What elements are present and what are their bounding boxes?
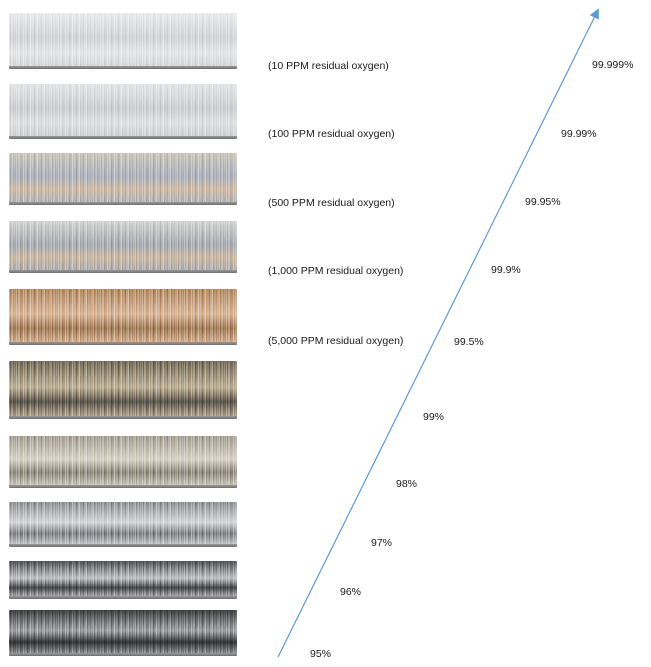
weld-sample-image <box>9 289 237 345</box>
arrow-line <box>277 8 599 658</box>
weld-sample-image <box>9 13 237 69</box>
purity-label: 99.99% <box>561 128 597 140</box>
weld-sample-image <box>9 502 237 547</box>
purity-label: 98% <box>396 478 418 490</box>
weld-sample-image <box>9 561 237 599</box>
purity-label: 99.999% <box>592 59 634 71</box>
purity-label: 99.9% <box>491 264 521 276</box>
purity-label: 95% <box>310 648 332 660</box>
residual-oxygen-label: (100 PPM residual oxygen) <box>268 128 395 140</box>
weld-sample-image <box>9 221 237 273</box>
purity-label: 99% <box>423 411 445 423</box>
weld-sample-image <box>9 153 237 205</box>
residual-oxygen-label: (10 PPM residual oxygen) <box>268 60 389 72</box>
weld-sample-image <box>9 84 237 139</box>
purity-label: 97% <box>371 537 393 549</box>
residual-oxygen-label: (1,000 PPM residual oxygen) <box>268 265 404 277</box>
purity-label: 99.95% <box>525 196 561 208</box>
weld-sample-image <box>9 610 237 656</box>
purity-label: 96% <box>340 586 362 598</box>
residual-oxygen-label: (500 PPM residual oxygen) <box>268 197 395 209</box>
purity-label: 99.5% <box>454 336 484 348</box>
weld-sample-image <box>9 436 237 488</box>
residual-oxygen-label: (5,000 PPM residual oxygen) <box>268 335 404 347</box>
weld-sample-image <box>9 361 237 419</box>
